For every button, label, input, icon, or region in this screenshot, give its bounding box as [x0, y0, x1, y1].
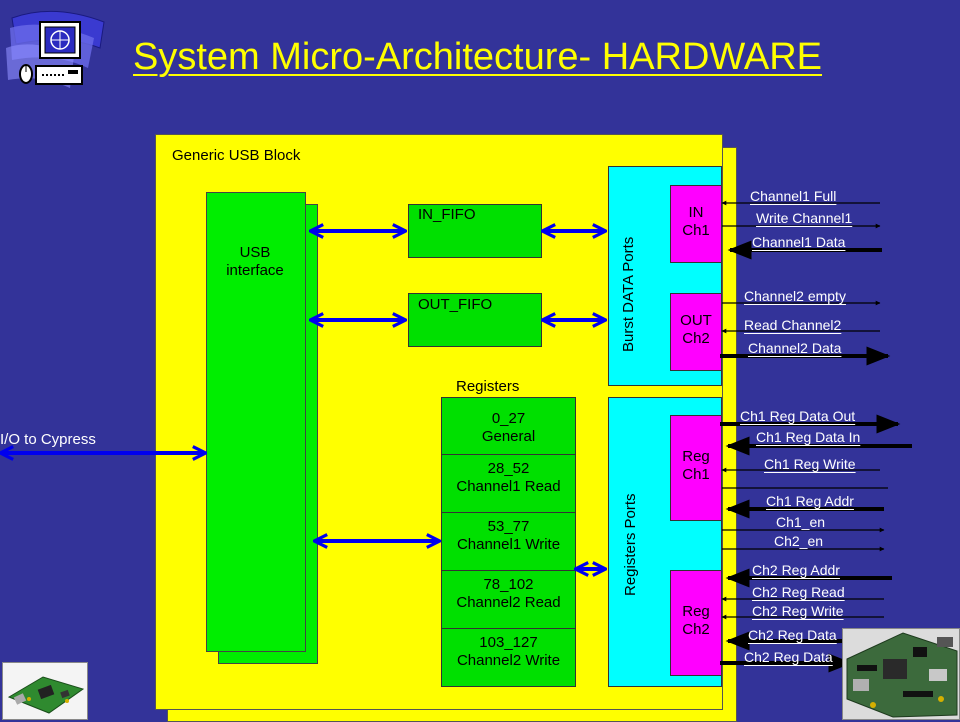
computer-logo-icon: [6, 10, 105, 88]
signal-ch1-reg-addr: Ch1 Reg Addr: [766, 493, 854, 509]
in-fifo-label: IN_FIFO: [418, 206, 476, 223]
register-cell-channel2-write: 103_127 Channel2 Write: [441, 628, 576, 687]
in-ch1-block: IN Ch1: [670, 185, 722, 263]
signal-read-channel2: Read Channel2: [744, 317, 842, 333]
fpga-board-photo: [842, 628, 960, 720]
reg-ch1-block: Reg Ch1: [670, 415, 722, 521]
signal-channel2-data: Channel2 Data: [748, 340, 842, 356]
register-cell-channel1-read: 28_52 Channel1 Read: [441, 454, 576, 513]
signal-ch2-reg-read: Ch2 Reg Read: [752, 584, 845, 600]
register-cell-channel2-read: 78_102 Channel2 Read: [441, 570, 576, 629]
reg-ch2-block: Reg Ch2: [670, 570, 722, 676]
out-fifo-block: [408, 293, 542, 347]
signal-ch1-reg-data-in: Ch1 Reg Data In: [756, 429, 861, 445]
signal-ch2-reg-data-1: Ch2 Reg Data: [748, 627, 837, 643]
signal-write-channel1: Write Channel1: [756, 210, 853, 226]
generic-usb-block-label: Generic USB Block: [172, 147, 301, 164]
signal-channel2-empty: Channel2 empty: [744, 288, 846, 304]
io-cypress-label: I/O to Cypress: [0, 431, 96, 448]
signal-ch1-reg-data-out: Ch1 Reg Data Out: [740, 408, 856, 424]
burst-data-ports-label: Burst DATA Ports: [620, 236, 637, 352]
out-ch2-block: OUT Ch2: [670, 293, 722, 371]
out-fifo-label: OUT_FIFO: [418, 296, 493, 313]
signal-channel1-full: Channel1 Full: [750, 188, 837, 204]
usb-interface-block: [206, 192, 306, 652]
usb-interface-label: USB interface: [226, 244, 284, 279]
registers-ports-label: Registers Ports: [622, 493, 639, 596]
signal-channel1-data: Channel1 Data: [752, 234, 846, 250]
signal-ch2-en: Ch2_en: [774, 533, 824, 549]
signal-ch2-reg-data-2: Ch2 Reg Data: [744, 649, 833, 665]
signal-ch2-reg-write: Ch2 Reg Write: [752, 603, 844, 619]
page-title: System Micro-Architecture- HARDWARE: [133, 36, 823, 78]
signal-ch1-reg-write: Ch1 Reg Write: [764, 456, 856, 472]
in-fifo-block: [408, 204, 542, 258]
signal-ch2-reg-addr: Ch2 Reg Addr: [752, 562, 840, 578]
registers-header: Registers: [456, 378, 520, 395]
register-cell-general: 0_27 General: [441, 397, 576, 456]
signal-ch1-en: Ch1_en: [776, 514, 826, 530]
usb-board-photo: [2, 662, 88, 720]
register-cell-channel1-write: 53_77 Channel1 Write: [441, 512, 576, 571]
